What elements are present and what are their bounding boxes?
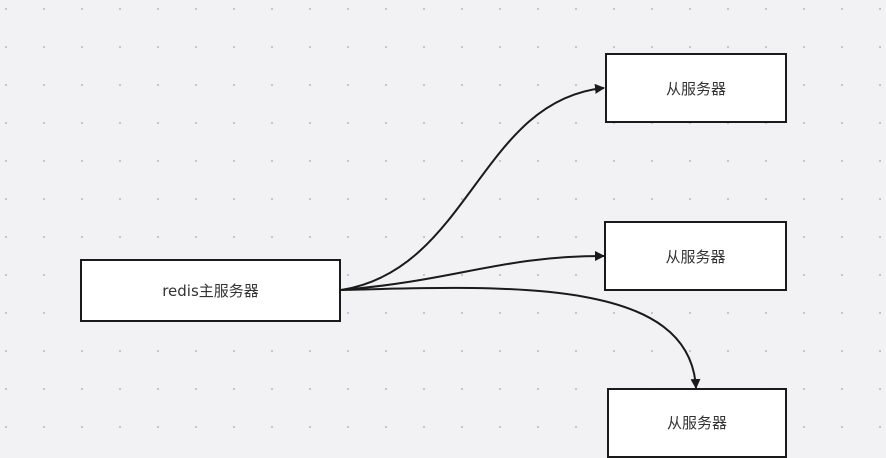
- edge-master-to-slave-1: [340, 83, 605, 291]
- slave-node-label: 从服务器: [665, 79, 726, 98]
- slave-node-2[interactable]: 从服务器: [604, 221, 787, 291]
- master-node[interactable]: redis主服务器: [80, 259, 341, 322]
- master-node-label: redis主服务器: [162, 282, 259, 300]
- slave-node-3[interactable]: 从服务器: [607, 388, 787, 458]
- slave-node-label: 从服务器: [666, 414, 727, 432]
- slave-node-1[interactable]: 从服务器: [605, 53, 787, 123]
- edge-master-to-slave-3: [340, 286, 701, 389]
- edge-master-to-slave-2: [340, 251, 605, 291]
- slave-node-label: 从服务器: [665, 247, 726, 266]
